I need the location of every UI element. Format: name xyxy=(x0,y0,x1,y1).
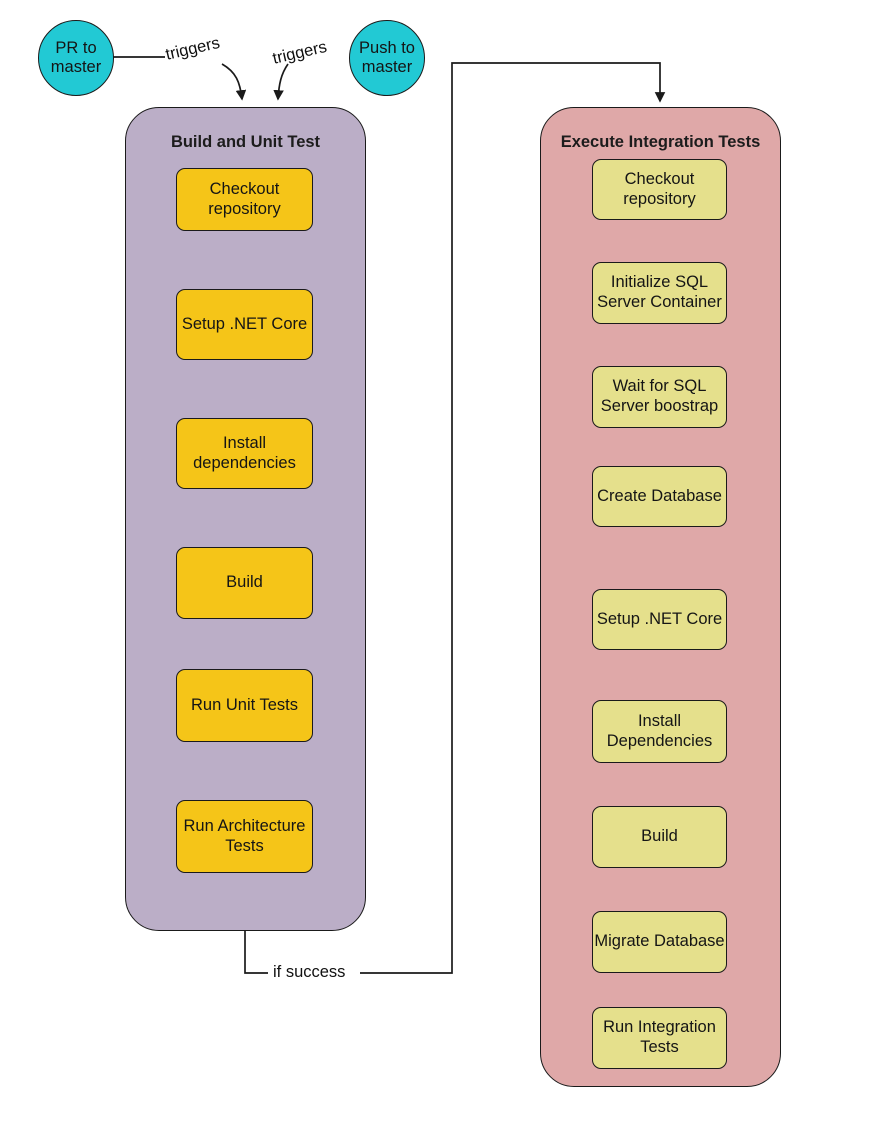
edge-label-triggers-left: triggers xyxy=(163,33,222,64)
int-step-create-database[interactable]: Create Database xyxy=(592,466,727,527)
stage-title-execute-integration-tests: Execute Integration Tests xyxy=(560,133,761,151)
step-label: Build xyxy=(226,573,263,592)
edge-label-if-success: if success xyxy=(273,963,346,981)
step-label: Setup .NET Core xyxy=(596,609,723,628)
stage-title-build-and-unit-test: Build and Unit Test xyxy=(170,133,321,151)
step-label: Setup .NET Core xyxy=(181,314,308,333)
step-label: Build xyxy=(641,827,678,846)
step-label: Run Unit Tests xyxy=(191,695,298,714)
step-build[interactable]: Build xyxy=(176,547,313,619)
int-step-build[interactable]: Build xyxy=(592,806,727,868)
edge-if-success xyxy=(244,931,268,974)
edge-label-triggers-right: triggers xyxy=(270,37,329,68)
step-setup-dotnet-core[interactable]: Setup .NET Core xyxy=(176,289,313,360)
stage-build-and-unit-test: Build and Unit Test xyxy=(125,107,366,931)
edge-triggers-left-arrow xyxy=(221,63,247,101)
step-label: Create Database xyxy=(597,486,722,505)
edge-triggers-right-arrow xyxy=(273,63,289,101)
int-step-setup-dotnet-core[interactable]: Setup .NET Core xyxy=(592,589,727,650)
step-run-unit-tests[interactable]: Run Unit Tests xyxy=(176,669,313,742)
int-step-migrate-database[interactable]: Migrate Database xyxy=(592,911,727,973)
step-label: Migrate Database xyxy=(594,932,725,951)
